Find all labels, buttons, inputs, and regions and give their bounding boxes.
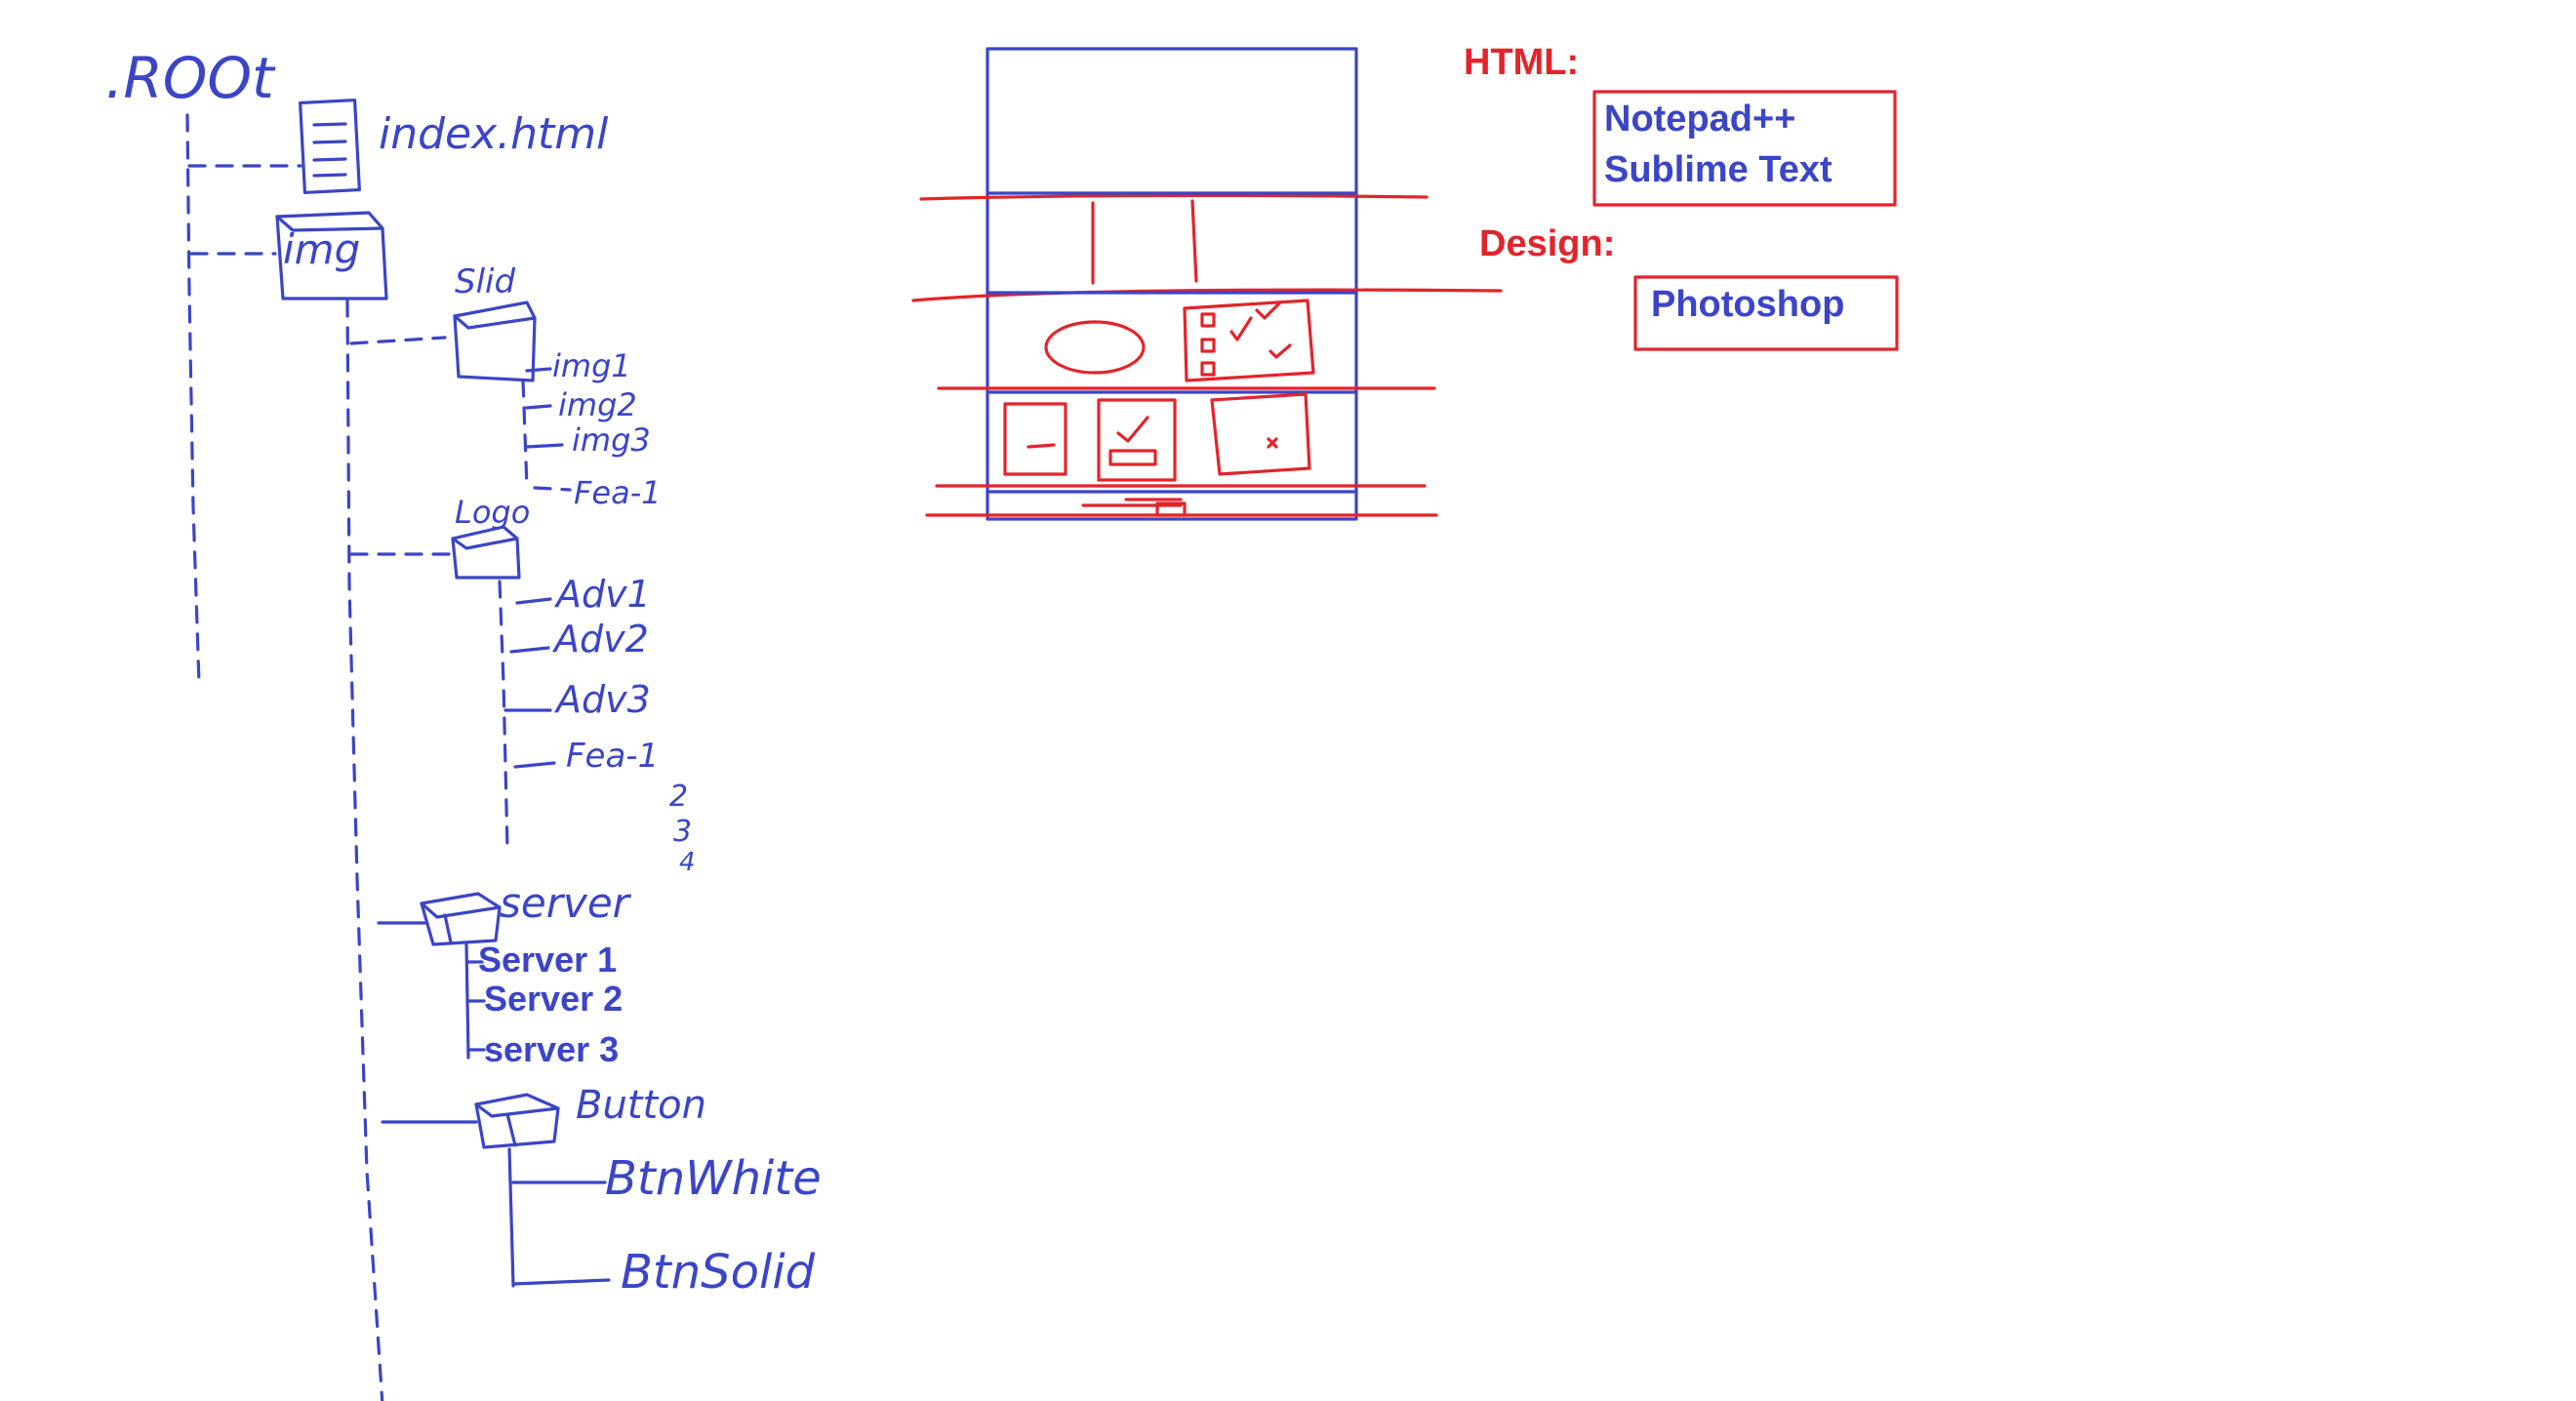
index-file-label: index.html: [379, 109, 609, 159]
slid-trunk-line: [521, 379, 529, 490]
logo-number-3: 3: [673, 815, 692, 849]
logo-item-fea1: Fea-1: [566, 737, 659, 776]
html-tools-box: [1592, 90, 1897, 207]
logo-folder-label: Logo: [455, 494, 530, 531]
server-item-3: server 3: [484, 1029, 619, 1069]
server-folder-icon: [420, 892, 502, 946]
root-label: .ROOt: [105, 45, 276, 111]
button-folder-label: Button: [576, 1083, 706, 1128]
logo-item-adv3: Adv3: [553, 678, 651, 721]
wireframe-checklist-box: [1183, 299, 1315, 382]
slid-item-img1: img1: [552, 347, 631, 384]
logo-item-adv1: Adv1: [553, 573, 651, 616]
logo-folder-icon: [451, 525, 521, 580]
slid-item-tick-3: [525, 443, 564, 449]
slid-item-img2: img2: [558, 386, 637, 423]
file-icon: [299, 98, 361, 195]
slid-item-tick-1: [525, 367, 552, 373]
button-folder-icon: [474, 1093, 560, 1149]
img-folder-label: img: [283, 225, 360, 273]
design-tools-box: [1633, 275, 1899, 351]
root-trunk-line: [185, 113, 201, 685]
slid-item-tick-4: [533, 486, 572, 492]
slid-item-img3: img3: [572, 421, 651, 459]
wireframe-card-3: [1210, 392, 1311, 476]
wireframe-nav-separator-2: [1190, 199, 1198, 283]
wireframe-logo-oval: [1044, 320, 1146, 375]
design-tool-photoshop: Photoshop: [1651, 284, 1844, 325]
html-heading: HTML:: [1464, 42, 1579, 83]
button-item-btnwhite: BtnWhite: [605, 1151, 822, 1206]
html-tool-notepadpp: Notepad++: [1604, 99, 1795, 140]
logo-trunk-line: [498, 580, 509, 851]
button-item-tick-2: [511, 1278, 611, 1286]
server-item-2: Server 2: [484, 979, 623, 1019]
logo-item-tick-4: [513, 761, 556, 769]
button-item-btnsolid: BtnSolid: [621, 1245, 816, 1300]
server-item-1: Server 1: [478, 940, 617, 980]
slid-item-fea1: Fea-1: [574, 474, 662, 511]
wireframe-divider-1: [919, 193, 1429, 201]
logo-item-tick-1: [515, 597, 552, 605]
html-tool-sublime: Sublime Text: [1604, 149, 1832, 190]
folder-tree: .ROOt index.html img Slid img1: [105, 45, 822, 1401]
slid-item-tick-2: [525, 404, 552, 410]
tools-notes: HTML: Notepad++ Sublime Text Design: Pho…: [1464, 42, 1899, 351]
wireframe-footer-mark: [1081, 498, 1183, 507]
slid-folder-icon: [453, 300, 537, 382]
slid-folder-label: Slid: [455, 262, 515, 301]
logo-item-tick-2: [509, 646, 550, 654]
logo-item-adv2: Adv2: [551, 618, 649, 660]
design-heading: Design:: [1479, 223, 1615, 264]
wireframe-outline: [986, 47, 1358, 521]
button-trunk-line: [507, 1147, 515, 1288]
page-wireframe: [911, 47, 1503, 521]
img-trunk-line: [345, 299, 384, 1401]
img-folder-icon: [275, 211, 388, 300]
server-folder-label: server: [500, 879, 632, 927]
logo-number-2: 2: [669, 780, 688, 814]
wireframe-card-2: [1097, 398, 1177, 482]
wireframe-card-1: [1003, 402, 1067, 476]
logo-number-4: 4: [679, 848, 696, 877]
slid-branch-line: [349, 336, 447, 345]
